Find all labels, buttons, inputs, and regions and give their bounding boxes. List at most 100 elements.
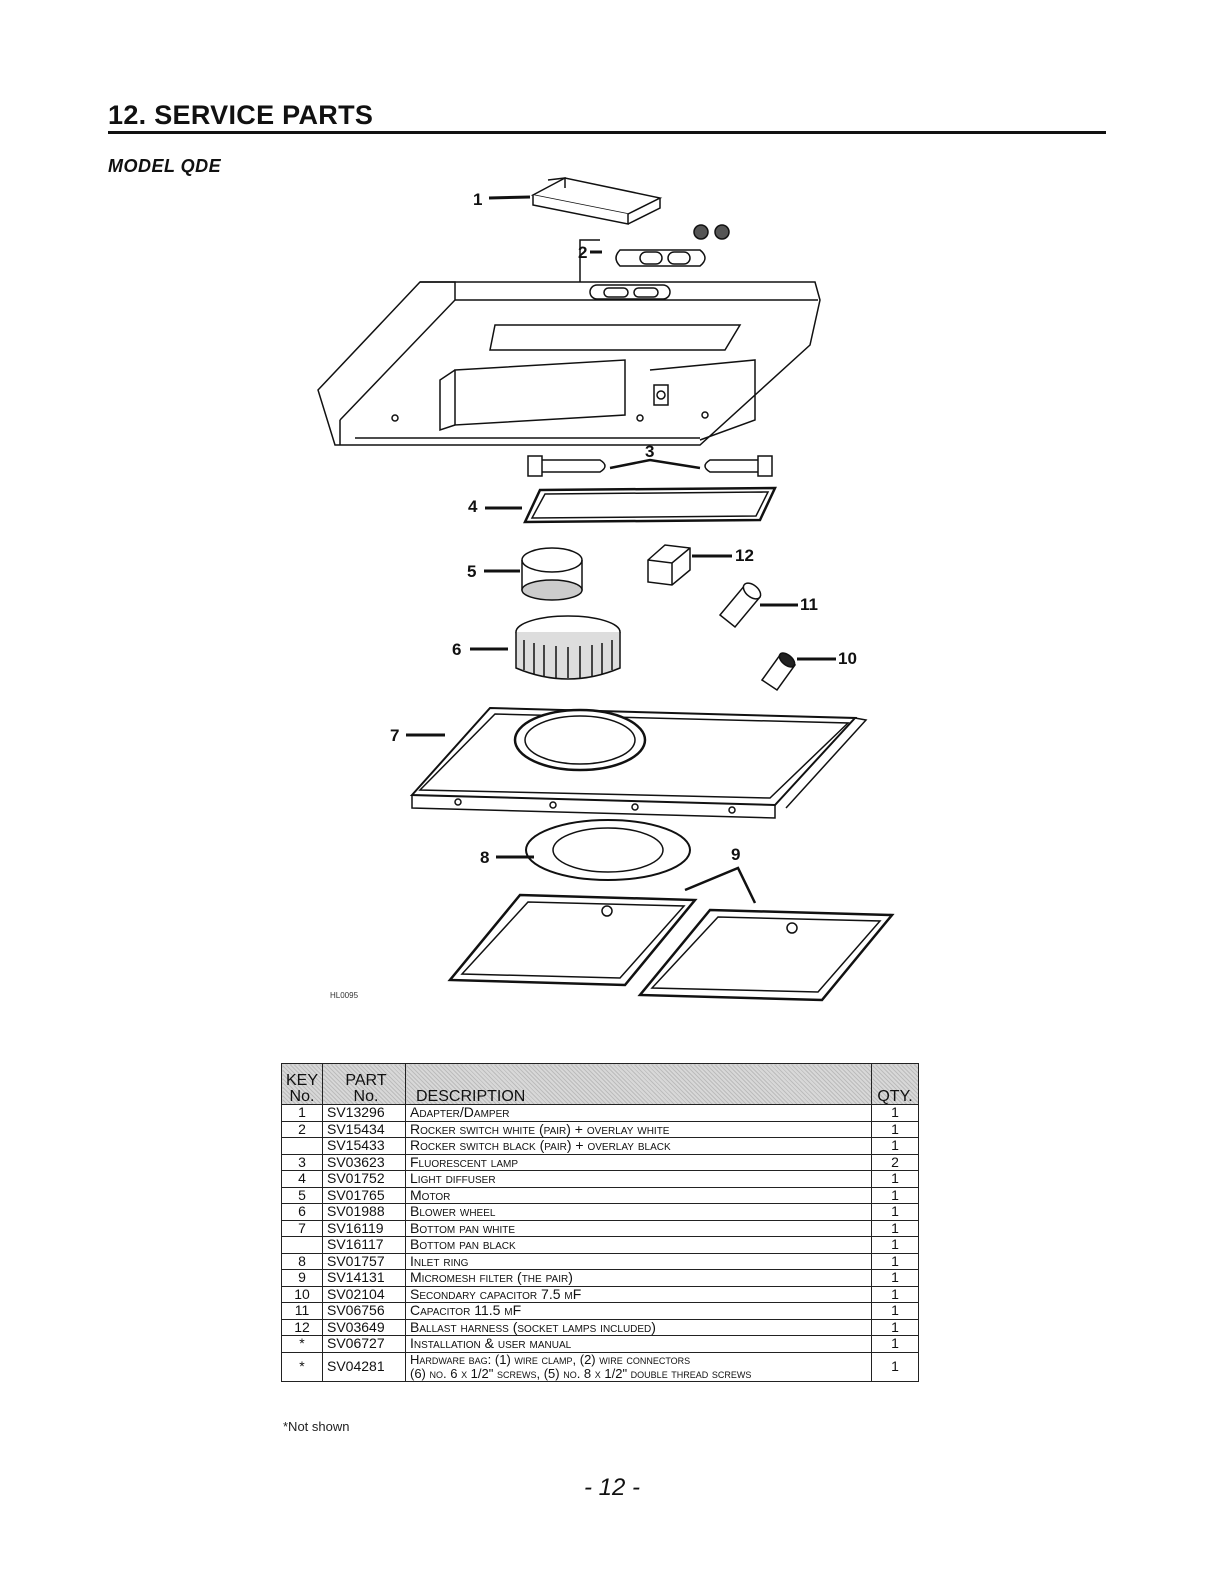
cell-description: Capacitor 11.5 µF: [405, 1302, 872, 1320]
cell-key: *: [281, 1351, 323, 1382]
callout-5: 5: [467, 562, 476, 581]
model-label: MODEL QDE: [108, 156, 222, 176]
adapter-damper-drawing: [530, 177, 663, 225]
cell-key: [281, 1236, 323, 1254]
cell-description: Blower wheel: [405, 1203, 872, 1221]
cell-key: 3: [281, 1153, 323, 1171]
cell-part-no: SV02104: [322, 1285, 406, 1303]
cell-part-no: SV14131: [322, 1269, 406, 1287]
cell-qty: 1: [871, 1170, 919, 1188]
fluorescent-lamp-drawing: [527, 455, 773, 477]
callout-4: 4: [468, 497, 478, 516]
header-key-no: KEY No.: [281, 1063, 323, 1105]
footnote: *Not shown: [283, 1419, 350, 1434]
cell-qty: 1: [871, 1203, 919, 1221]
cell-part-no: SV01752: [322, 1170, 406, 1188]
cell-qty: 1: [871, 1318, 919, 1336]
cell-part-no: SV04281: [322, 1351, 406, 1382]
cell-part-no: SV01988: [322, 1203, 406, 1221]
cell-key: 4: [281, 1170, 323, 1188]
cell-key: 10: [281, 1285, 323, 1303]
secondary-capacitor-drawing: [760, 652, 797, 692]
cell-part-no: SV16117: [322, 1236, 406, 1254]
rocker-switch-drawing: [579, 224, 730, 286]
callout-3: 3: [645, 442, 654, 461]
cell-part-no: SV15433: [322, 1137, 406, 1155]
page-title: 12. SERVICE PARTS: [108, 100, 374, 130]
callout-8: 8: [480, 848, 489, 867]
cell-key: 11: [281, 1302, 323, 1320]
cell-part-no: SV15434: [322, 1120, 406, 1138]
cell-part-no: SV06727: [322, 1335, 406, 1353]
cell-part-no: SV01765: [322, 1186, 406, 1204]
table-header-row: KEY No. PART No. DESCRIPTION QTY.: [281, 1063, 919, 1105]
capacitor-drawing: [718, 582, 762, 629]
inlet-ring-drawing: [525, 819, 691, 881]
figure-code: HL0095: [330, 991, 359, 1000]
exploded-parts-diagram: 1 2 3 4 5 6 7 8 9 10 11 12: [317, 177, 895, 1002]
cell-part-no: SV16119: [322, 1219, 406, 1237]
light-diffuser-drawing: [523, 486, 777, 524]
cell-key: [281, 1137, 323, 1155]
callout-7: 7: [390, 726, 399, 745]
header-part-no: PART No.: [322, 1063, 406, 1105]
cell-qty: 1: [871, 1285, 919, 1303]
cell-description: Micromesh filter (the pair): [405, 1269, 872, 1287]
cell-part-no: SV13296: [322, 1104, 406, 1122]
cell-key: 1: [281, 1104, 323, 1122]
cell-description: Adapter/Damper: [405, 1104, 872, 1122]
cell-part-no: SV03623: [322, 1153, 406, 1171]
title-rule: [108, 131, 1106, 134]
cell-qty: 1: [871, 1302, 919, 1320]
cell-qty: 2: [871, 1153, 919, 1171]
callout-1: 1: [473, 190, 482, 209]
cell-description: Bottom pan white: [405, 1219, 872, 1237]
page-number: - 12 -: [583, 1474, 640, 1501]
cell-qty: 1: [871, 1219, 919, 1237]
cell-description: Motor: [405, 1186, 872, 1204]
cell-qty: 1: [871, 1236, 919, 1254]
cell-description: Installation & user manual: [405, 1335, 872, 1353]
callout-9: 9: [731, 845, 740, 864]
cell-description: Hardware bag: (1) wire clamp, (2) wire c…: [405, 1351, 872, 1382]
cell-description: Ballast harness (socket lamps included): [405, 1318, 872, 1336]
cell-part-no: SV06756: [322, 1302, 406, 1320]
blower-wheel-drawing: [515, 615, 621, 680]
cell-qty: 1: [871, 1120, 919, 1138]
cell-key: 7: [281, 1219, 323, 1237]
header-description: DESCRIPTION: [405, 1063, 872, 1105]
cell-part-no: SV01757: [322, 1252, 406, 1270]
cell-part-no: SV03649: [322, 1318, 406, 1336]
cell-qty: 1: [871, 1269, 919, 1287]
cell-key: 5: [281, 1186, 323, 1204]
cell-key: 12: [281, 1318, 323, 1336]
cell-key: 8: [281, 1252, 323, 1270]
cell-qty: 1: [871, 1104, 919, 1122]
motor-drawing: [521, 547, 583, 601]
ballast-harness-drawing: [647, 544, 691, 586]
cell-description: Light diffuser: [405, 1170, 872, 1188]
cell-qty: 1: [871, 1335, 919, 1353]
cell-qty: 1: [871, 1137, 919, 1155]
range-hood-body-drawing: [317, 281, 821, 446]
cell-description: Rocker switch black (pair) + overlay bla…: [405, 1137, 872, 1155]
cell-qty: 1: [871, 1252, 919, 1270]
cell-key: 2: [281, 1120, 323, 1138]
header-qty: QTY.: [871, 1063, 919, 1105]
